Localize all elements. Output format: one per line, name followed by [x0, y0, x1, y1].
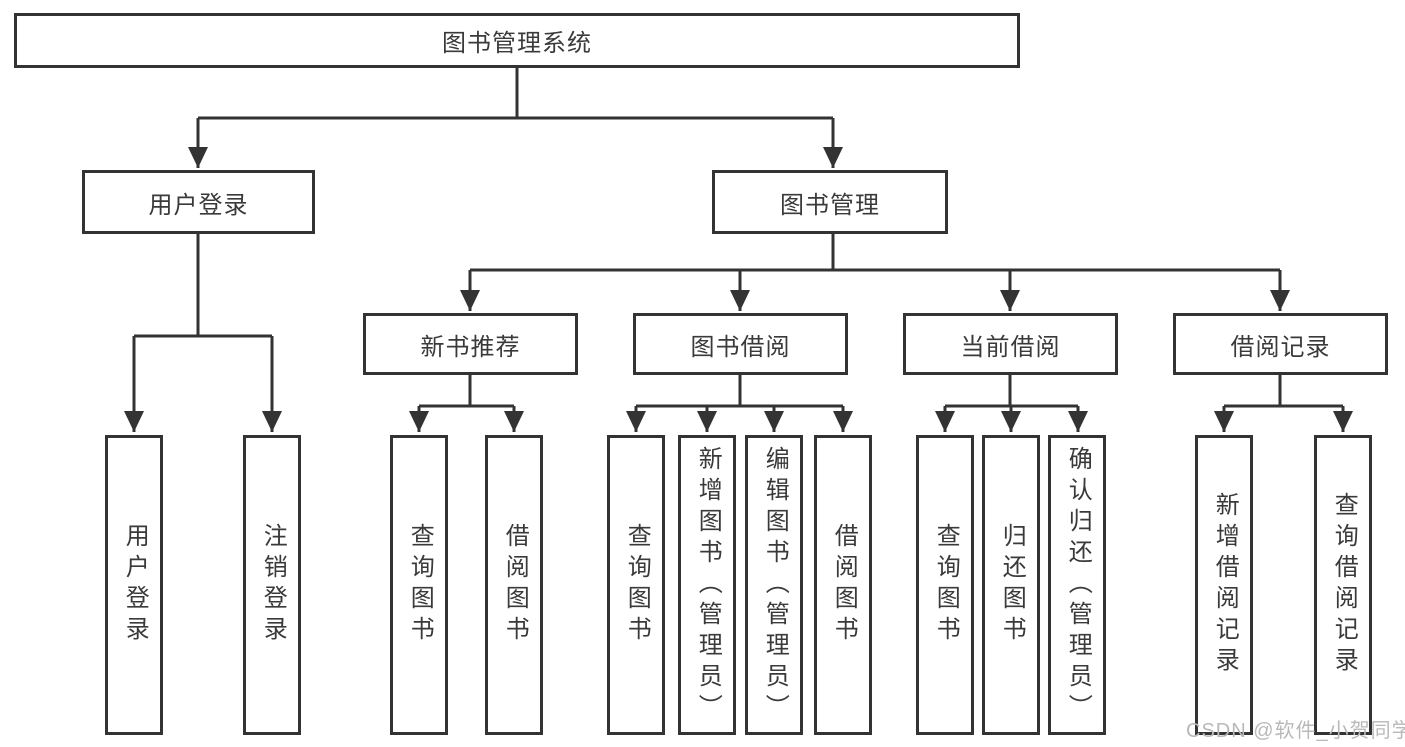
csdn-watermark: CSDN @软件_小贺同学	[1186, 720, 1405, 742]
leaf-add-borrow-record: 新增借阅记录	[1195, 435, 1253, 735]
leaf-query-books-recommend: 查询图书	[390, 435, 448, 735]
leaf-edit-books-admin: 编辑图书（管理员）	[745, 435, 803, 735]
node-book-borrow: 图书借阅	[633, 313, 848, 375]
node-label: 用户登录	[121, 523, 149, 647]
leaf-return-books: 归还图书	[982, 435, 1040, 735]
node-book-management: 图书管理	[712, 170, 948, 234]
node-label: 图书借阅	[690, 333, 791, 361]
leaf-query-borrow-record: 查询借阅记录	[1314, 435, 1372, 735]
node-new-book-recommend: 新书推荐	[363, 313, 578, 375]
node-label: 编辑图书（管理员）	[761, 445, 789, 725]
node-label: 查询图书	[623, 523, 651, 647]
node-label: 新增借阅记录	[1211, 492, 1239, 678]
node-label: 归还图书	[998, 523, 1026, 647]
node-label: 查询图书	[932, 523, 960, 647]
node-root-system: 图书管理系统	[14, 13, 1020, 68]
node-user-login: 用户登录	[82, 170, 315, 234]
node-label: 查询借阅记录	[1330, 492, 1358, 678]
node-label: 图书管理系统	[442, 30, 592, 57]
node-label: 新增图书（管理员）	[694, 445, 722, 725]
node-borrow-records: 借阅记录	[1173, 313, 1388, 375]
node-label: 当前借阅	[960, 333, 1061, 361]
node-label: 借阅图书	[501, 523, 529, 647]
node-label: 新书推荐	[420, 333, 521, 361]
node-label: 查询图书	[406, 523, 434, 647]
leaf-query-books-current: 查询图书	[916, 435, 974, 735]
leaf-confirm-return-admin: 确认归还（管理员）	[1048, 435, 1106, 735]
leaf-borrow-books: 借阅图书	[814, 435, 872, 735]
node-label: 注销登录	[259, 523, 287, 647]
leaf-borrow-books-recommend: 借阅图书	[485, 435, 543, 735]
leaf-user-login: 用户登录	[105, 435, 163, 735]
node-label: 确认归还（管理员）	[1064, 445, 1092, 725]
node-label: 借阅图书	[830, 523, 858, 647]
node-current-borrow: 当前借阅	[903, 313, 1118, 375]
leaf-logout: 注销登录	[243, 435, 301, 735]
node-label: 借阅记录	[1230, 333, 1331, 361]
leaf-add-books-admin: 新增图书（管理员）	[678, 435, 736, 735]
leaf-query-books-borrow: 查询图书	[607, 435, 665, 735]
node-label: 图书管理	[780, 191, 880, 219]
node-label: 用户登录	[148, 191, 249, 219]
